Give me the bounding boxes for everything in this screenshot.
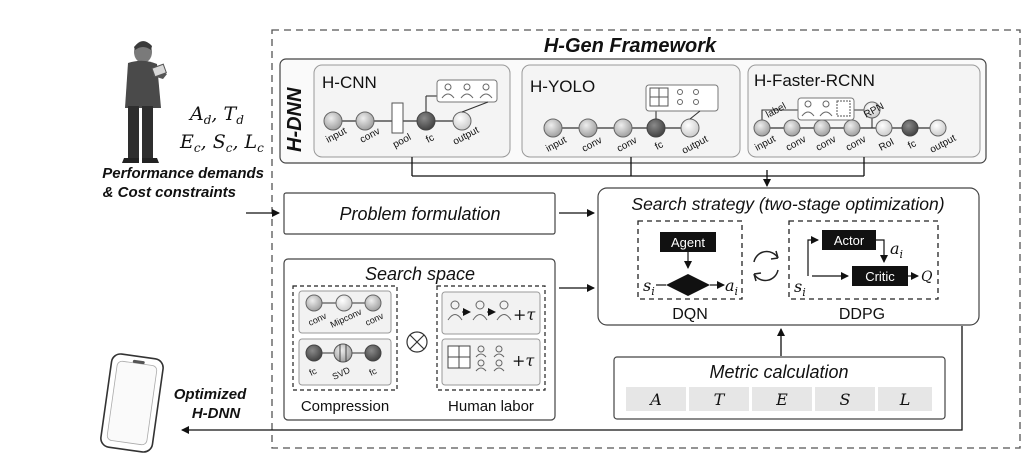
hyolo-input-node (543, 118, 563, 138)
dqn-caption: DQN (672, 306, 708, 323)
dqn-agent-box (660, 232, 716, 252)
hfrcnn-rpn-node (863, 101, 881, 119)
ddpg-q-label: Q (921, 269, 933, 285)
hyolo-fc-node (646, 118, 666, 138)
output-label-line1: Optimized (174, 386, 247, 403)
search-strategy-title: Search strategy (two-stage optimization) (631, 194, 944, 214)
human-labor-caption: Human labor (448, 398, 534, 415)
dqn-agent-label: Agent (671, 235, 705, 250)
hfrcnn-conv3-node (843, 119, 861, 137)
metric-cell-a-label: A (648, 390, 662, 409)
hfrcnn-roi-node (875, 119, 893, 137)
hfrcnn-fc-node (901, 119, 919, 137)
framework-title: H-Gen Framework (544, 35, 717, 57)
search-space-title: Search space (365, 264, 475, 284)
hcnn-conv-node (355, 111, 375, 131)
ddpg-dashed-box (788, 220, 939, 300)
user-metrics-line2: Ec, Sc, Lc (179, 131, 264, 155)
dqn-decision-diamond (666, 274, 710, 296)
metric-calculation-title: Metric calculation (709, 362, 848, 382)
ddpg-actor-box (822, 230, 876, 250)
metric-cell-l-label: L (899, 390, 911, 409)
hcnn-pool-node (391, 102, 404, 134)
human-labor-tau-1: +τ (513, 305, 536, 324)
metric-cell-l (878, 387, 932, 411)
hcnn-fc-node (416, 111, 436, 131)
cycle-icon (753, 250, 779, 282)
user-figure-icon (122, 41, 167, 163)
output-arrow (181, 326, 963, 434)
compression-caption: Compression (301, 398, 389, 415)
hyolo-output-node (680, 118, 700, 138)
metric-cell-t-label: T (714, 390, 726, 409)
dqn-dashed-box (637, 220, 743, 300)
hcnn-output-node (452, 111, 472, 131)
compression-label-fc1: fc (308, 366, 319, 378)
otimes-icon (406, 331, 428, 353)
user-caption-line1: Performance demands (102, 165, 264, 182)
metric-cell-e (752, 387, 812, 411)
ddpg-actor-label: Actor (834, 233, 865, 248)
ddpg-caption: DDPG (839, 306, 885, 323)
phone-icon (100, 353, 164, 453)
problem-formulation-label: Problem formulation (339, 204, 500, 224)
framework-border (271, 29, 1021, 449)
metric-cell-a (626, 387, 686, 411)
hdnn-label: H-DNN (284, 87, 306, 152)
hcnn-human-panel (436, 79, 498, 103)
metric-cell-s (815, 387, 875, 411)
hfrcnn-title: H-Faster-RCNN (754, 71, 875, 90)
hcnn-input-node (323, 111, 343, 131)
hyolo-conv2-node (613, 118, 633, 138)
hfrcnn-input-node (753, 119, 771, 137)
compression-label-fc2: fc (368, 366, 379, 378)
human-labor-tau-2: +τ (512, 351, 535, 370)
hcnn-title: H-CNN (322, 73, 377, 92)
ddpg-critic-label: Critic (865, 269, 895, 284)
metric-cell-t (689, 387, 749, 411)
ddpg-critic-box (852, 266, 908, 286)
compression-dashed-box (292, 285, 398, 391)
metric-cell-e-label: E (775, 390, 788, 409)
hfrcnn-conv2-node (813, 119, 831, 137)
hyolo-conv1-node (578, 118, 598, 138)
hfrcnn-conv1-node (783, 119, 801, 137)
metric-cells: A T E S L (626, 387, 932, 411)
human-labor-dashed-box (436, 285, 546, 391)
hyolo-title: H-YOLO (530, 77, 595, 96)
user-metrics-line1: Ad, Td (188, 103, 244, 127)
hfrcnn-output-node (929, 119, 947, 137)
output-label-line2: H-DNN (192, 405, 241, 422)
dqn-state-label: si (643, 276, 655, 298)
metric-cell-s-label: S (840, 390, 851, 409)
user-caption-line2: & Cost constraints (103, 184, 236, 201)
ddpg-state-label: si (794, 277, 806, 299)
problem-formulation-box (283, 192, 556, 235)
